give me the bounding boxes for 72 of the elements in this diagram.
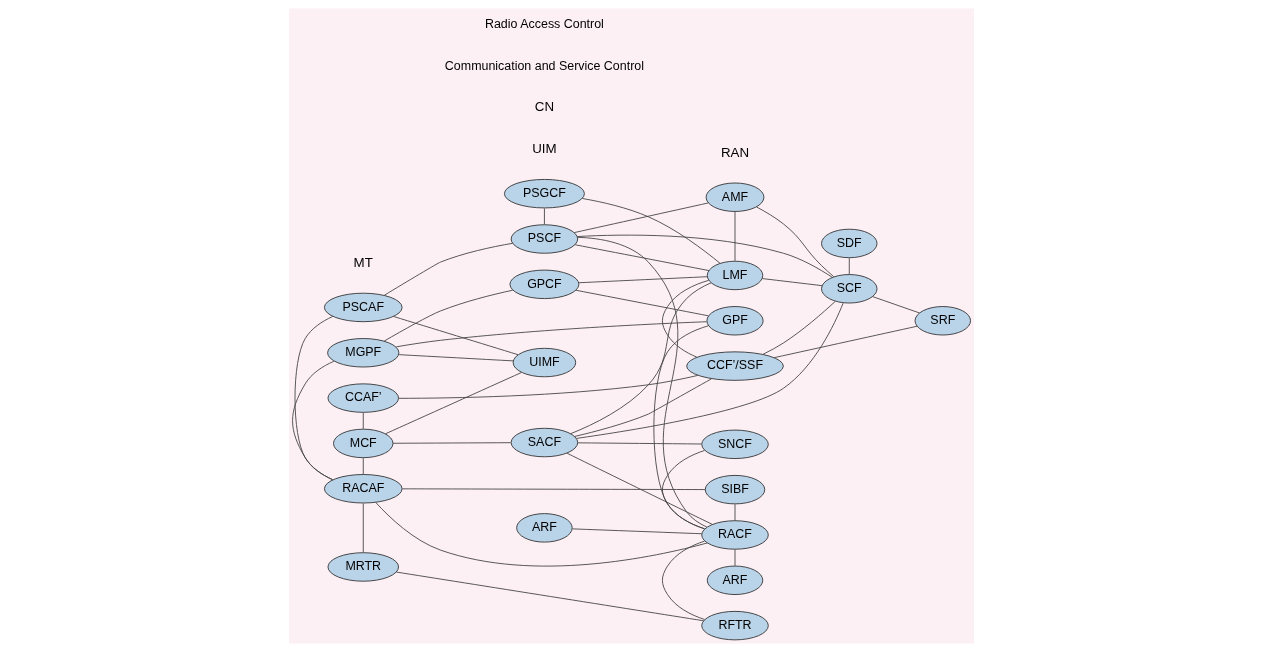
connector bbox=[362, 457, 364, 475]
node-ellipse: PSCF bbox=[510, 224, 579, 254]
connector bbox=[734, 549, 736, 567]
connector bbox=[383, 242, 513, 296]
connector bbox=[575, 289, 709, 317]
connector bbox=[661, 450, 705, 530]
connector bbox=[395, 321, 707, 348]
node-ellipse: UIMF bbox=[512, 347, 577, 378]
connector bbox=[578, 276, 708, 284]
connector bbox=[383, 289, 514, 342]
node-ellipse: LMF bbox=[706, 260, 764, 291]
label: RAN bbox=[720, 144, 750, 160]
connector bbox=[872, 296, 920, 314]
connector bbox=[577, 442, 702, 445]
connector bbox=[574, 378, 712, 437]
connector bbox=[574, 244, 710, 271]
connector bbox=[773, 325, 918, 359]
node-ellipse: PSGCF bbox=[503, 179, 585, 209]
connector bbox=[393, 316, 519, 356]
node-ellipse: GPF bbox=[706, 306, 764, 336]
node-ellipse: ARF bbox=[706, 565, 764, 595]
connector bbox=[661, 279, 710, 358]
connector bbox=[576, 302, 844, 439]
node-ellipse: SACF bbox=[510, 427, 579, 458]
connector bbox=[566, 452, 713, 525]
node-ellipse: MGPF bbox=[327, 338, 400, 368]
connector bbox=[577, 236, 708, 528]
connector bbox=[581, 198, 721, 264]
connector bbox=[398, 375, 699, 399]
connector bbox=[375, 502, 708, 567]
connector bbox=[762, 301, 836, 355]
node-ellipse: ARF bbox=[516, 513, 573, 543]
node-ellipse: MCF bbox=[333, 428, 394, 459]
node-ellipse: AMF bbox=[705, 182, 765, 212]
node-ellipse: MRTR bbox=[327, 552, 399, 582]
node-ellipse: SNCF bbox=[701, 429, 769, 459]
connector bbox=[734, 211, 736, 262]
connector bbox=[395, 571, 705, 622]
connector bbox=[362, 412, 364, 430]
label: MT bbox=[353, 255, 373, 270]
node-ellipse: CCF’/SSF bbox=[686, 351, 784, 381]
connector bbox=[848, 257, 850, 275]
connector bbox=[570, 282, 712, 435]
connector bbox=[543, 207, 545, 225]
connector bbox=[653, 325, 709, 530]
connector bbox=[362, 502, 364, 553]
node-ellipse: SIBF bbox=[704, 474, 766, 505]
connector bbox=[398, 354, 514, 362]
connector bbox=[385, 372, 522, 435]
node-ellipse: RFTR bbox=[701, 610, 769, 641]
connector bbox=[734, 503, 736, 521]
connector bbox=[294, 316, 334, 481]
connector bbox=[401, 488, 706, 490]
node-ellipse: RACF bbox=[701, 520, 769, 550]
connector bbox=[576, 234, 833, 278]
connector bbox=[756, 206, 835, 278]
label: UIM bbox=[532, 141, 557, 157]
node-ellipse: CCAF’ bbox=[327, 383, 399, 413]
connector bbox=[392, 442, 512, 444]
node-ellipse: SRF bbox=[914, 306, 971, 336]
connector bbox=[571, 528, 703, 535]
node-ellipse: SDF bbox=[821, 228, 878, 259]
connector bbox=[761, 278, 823, 287]
node-ellipse: RACAF bbox=[324, 474, 403, 504]
node-ellipse: PSCAF bbox=[324, 292, 403, 323]
connector bbox=[573, 202, 709, 233]
label: Communication and Service Control bbox=[444, 58, 644, 73]
connector bbox=[661, 540, 705, 620]
node-ellipse: GPCF bbox=[509, 269, 580, 300]
label: Radio Access Control bbox=[484, 17, 604, 32]
node-ellipse: SCF bbox=[821, 274, 878, 304]
label: CN bbox=[534, 99, 555, 115]
